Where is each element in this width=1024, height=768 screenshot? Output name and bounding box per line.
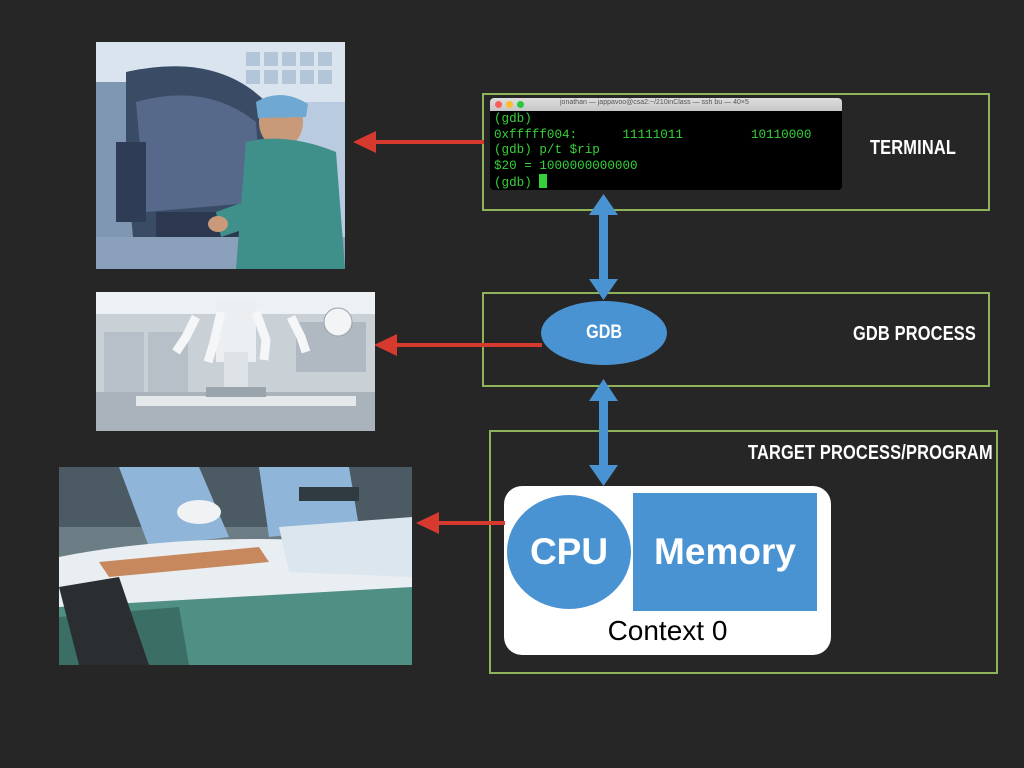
cursor-icon [539,174,548,188]
red-arrow-gdb [374,334,542,356]
terminal-title: jonathan — jappavoo@csa2:~/210inClass — … [560,99,749,106]
cpu-label: CPU [529,531,609,572]
zoom-dot-icon[interactable] [517,101,524,108]
cpu-node: CPU [507,495,631,609]
red-arrow-target [416,512,505,534]
terminal-line: (gdb) [494,112,532,126]
memory-box: Memory [633,493,817,611]
context-label: Context 0 [607,615,728,646]
terminal-window[interactable]: jonathan — jappavoo@csa2:~/210inClass — … [490,98,842,190]
gdb-node: GDB [541,301,667,365]
close-dot-icon[interactable] [495,101,502,108]
terminal-line: $20 = 1000000000000 [494,158,638,173]
robotic-surgical-arms-photo [96,292,375,431]
patient-on-operating-table-photo [59,467,412,665]
target-process-box [489,430,998,674]
red-arrow-terminal [353,131,484,153]
blue-arrow-gdb-target [589,379,618,486]
terminal-line: 0xfffff004: 11111011 10110000 [494,127,812,142]
memory-label: Memory [654,531,796,572]
gdb-process-box [482,292,990,387]
gdb-process-label: GDB PROCESS [853,323,977,345]
target-process-label: TARGET PROCESS/PROGRAM [748,442,993,464]
minimize-dot-icon[interactable] [506,101,513,108]
blue-arrow-terminal-gdb [589,194,618,300]
terminal-prompt-line: (gdb) [494,174,838,190]
terminal-box [482,93,990,211]
terminal-output: (gdb)0xfffff004: 11111011 10110000(gdb) … [490,111,842,190]
terminal-prompt: (gdb) [494,176,540,190]
terminal-label: TERMINAL [870,137,957,159]
terminal-line: (gdb) p/t $rip [494,143,600,157]
surgeon-at-console-photo [96,42,345,269]
terminal-titlebar: jonathan — jappavoo@csa2:~/210inClass — … [490,98,842,111]
gdb-label: GDB [586,322,622,343]
